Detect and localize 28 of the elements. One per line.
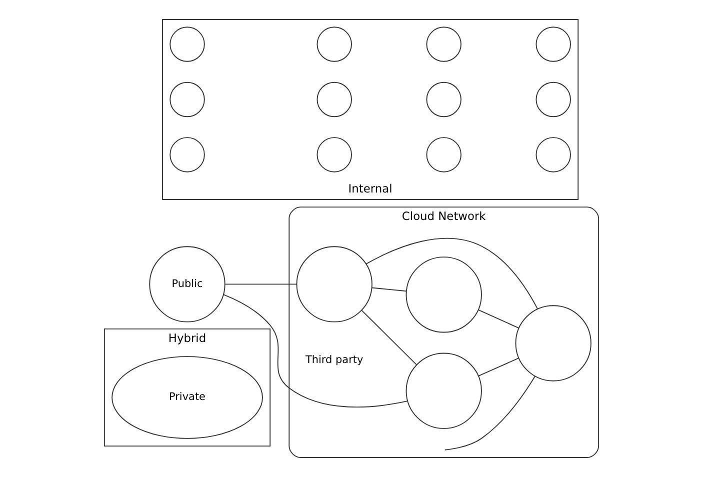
cluster: Internal	[162, 19, 578, 200]
node-circle	[169, 82, 204, 118]
connector	[478, 358, 519, 376]
connector	[222, 294, 408, 408]
node-circle	[535, 26, 570, 62]
node-circle	[316, 26, 352, 62]
node-circle	[169, 137, 204, 172]
connector	[224, 284, 297, 285]
node-circle	[296, 246, 372, 322]
node-circle: Public	[148, 246, 225, 322]
connector	[365, 238, 538, 310]
node-label: Third party	[305, 354, 363, 366]
node-circle	[316, 137, 352, 172]
node-circle	[405, 256, 482, 333]
connector	[478, 309, 519, 329]
node-circle	[426, 26, 461, 62]
node-circle	[316, 82, 352, 118]
node-ellipse: Private	[111, 356, 262, 439]
node-circle	[426, 82, 461, 118]
node-circle	[405, 352, 482, 429]
connector	[444, 376, 536, 450]
node-circle	[426, 137, 461, 172]
connector	[360, 310, 416, 366]
node-circle	[169, 26, 204, 62]
node-circle	[535, 82, 570, 118]
connector	[371, 287, 406, 292]
node-circle	[535, 137, 570, 172]
node-circle	[514, 305, 591, 382]
